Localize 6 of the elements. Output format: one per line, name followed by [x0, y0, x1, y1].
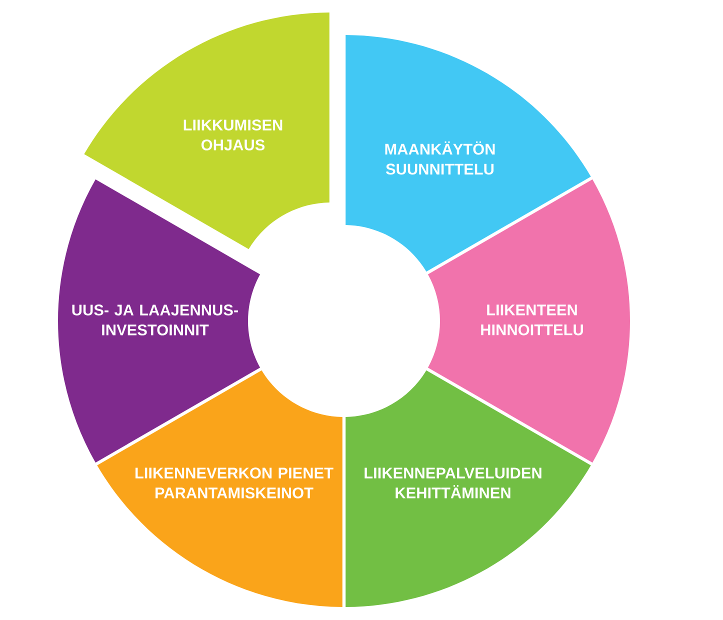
ring-segment: LIIKENNEVERKON PIENET PARANTAMISKEINOT [97, 370, 342, 607]
ring-segment: LIIKKUMISEN OHJAUS [84, 12, 330, 250]
ring-segment: MAANKÄYTÖN SUUNNITTELU [346, 35, 591, 272]
ring-segment: UUS- JA LAAJENNUS- INVESTOINNIT [58, 179, 260, 463]
ring-segment: LIIKENNEPALVELUIDEN KEHITTÄMINEN [346, 370, 591, 607]
ring-segment: LIIKENTEEN HINNOITTELU [428, 179, 630, 463]
